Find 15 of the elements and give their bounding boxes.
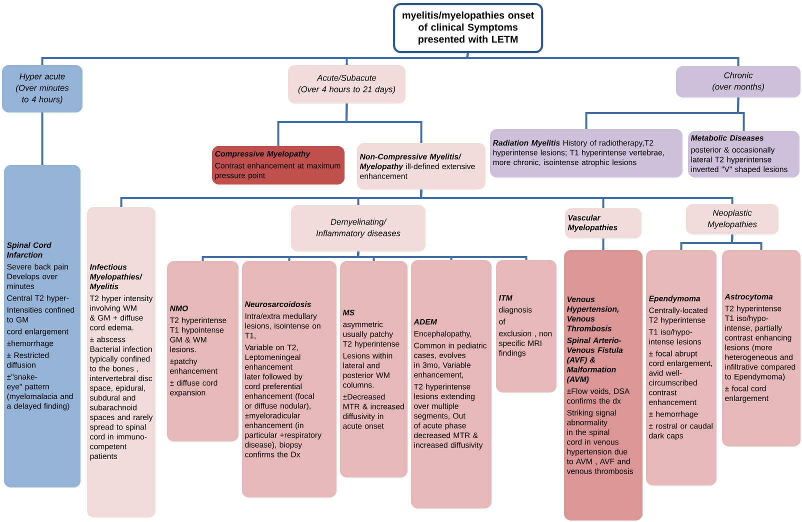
category-box: Chronic (over months) bbox=[676, 66, 801, 98]
connector-line bbox=[680, 234, 734, 250]
connector-line bbox=[420, 190, 734, 204]
connector-line bbox=[730, 234, 762, 250]
connector-line bbox=[346, 104, 422, 143]
title-box: myelitis/myelopathies onset of clinical Symptoms presented with LETM bbox=[393, 3, 544, 54]
connector-line bbox=[466, 52, 740, 66]
category-box: Acute/Subacute (Over 4 hours to 21 days) bbox=[288, 65, 406, 104]
category-box: Neoplastic Myelopathies bbox=[686, 204, 779, 235]
connector-line bbox=[356, 251, 528, 260]
connector-line bbox=[602, 238, 604, 250]
category-box: Demyelinating/ Inflammatory diseases bbox=[291, 205, 426, 252]
connector-line bbox=[736, 98, 745, 131]
connector-line bbox=[41, 112, 44, 165]
category-box: Hyper acute (Over minutes to 4 hours) bbox=[2, 65, 83, 113]
